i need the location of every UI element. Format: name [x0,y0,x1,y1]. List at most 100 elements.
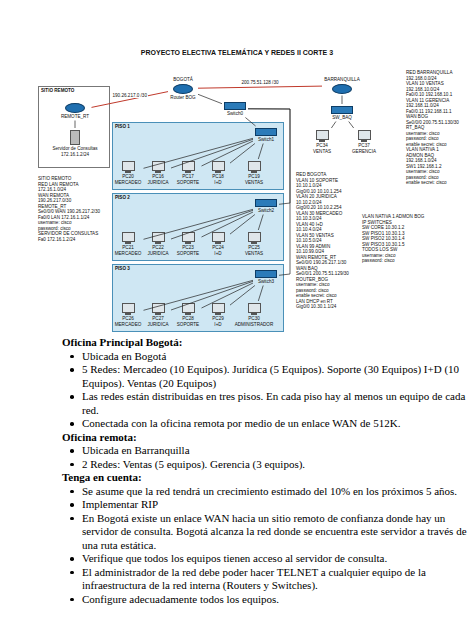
device-label: BARRANQUILLA [324,77,360,83]
config-note: VLAN 50 VENTAS [296,233,334,239]
pc-base [319,140,325,142]
pc-monitor [122,232,135,242]
device-label: PC21 [122,245,134,251]
device-label: I+D [214,322,221,328]
device-label: JURIDICA [147,180,168,186]
device-label: VENTAS [313,149,331,155]
config-note: Se0/0/0 200.75.51.130/30 [406,120,459,126]
bullet-dot [70,463,74,467]
pc-monitor [248,232,261,242]
device-label: SW_BAQ [332,115,352,121]
config-note: LAN DHCP en RT [296,299,333,305]
switch-icon [255,128,277,136]
switch-node: Switch3 [253,268,279,286]
pc-node: PC25VENTAS [242,230,266,257]
bullet-item: Las redes están distribuidas en tres pis… [62,390,468,417]
pc-base [215,171,221,173]
pc-node: PC23SOPORTE [175,230,202,257]
config-note: VLAN NATIVA 1 ADMON BOG [362,214,424,220]
pc-node: PC21MERCADEO [113,230,144,257]
config-note: Fa0/0 LAN 172.16.1.1/24 [38,215,89,221]
config-note: password: cisco [406,136,439,142]
server-node: Servidor de Consultas172.16.1.2/24 [50,128,100,158]
config-note: WAN BOG [406,114,428,120]
device-label: Switch0 [227,111,243,117]
pc-base [251,313,257,315]
pc-node: PC28SOPORTE [175,301,202,328]
device-label: SOPORTE [177,180,199,186]
pc-monitor [248,161,261,171]
config-note: 192.168.11.0/24 [406,103,439,109]
config-note: 10.10.5.0/24 [296,238,322,244]
bullet-dot [70,490,74,494]
router-node: BOGOTÁRouter BOG [168,76,198,101]
config-note: VLAN 10 SOPORTE [296,178,338,184]
config-note: SERVIDOR DE CONSULTAS [38,231,98,237]
config-note: RED LAN REMOTA [38,182,79,188]
pc-monitor [212,161,225,171]
switch-node: Switch2 [253,197,279,215]
config-note: enable secret: cisco [296,293,337,299]
router-icon [65,103,85,113]
config-note: IP SWITCHES [362,220,392,226]
bullet-item: El administrador de la red debe poder ha… [62,566,468,593]
device-label: PC18 [212,174,224,180]
lan-link [171,139,253,168]
pc-node: PC29I+D [206,301,230,328]
pc-base [155,242,161,244]
device-label: MERCADEO [115,251,142,257]
device-label: Servidor de Consultas [52,146,97,152]
pc-node: PC30ADMINISTRADOR [233,301,276,328]
pc-monitor [152,232,165,242]
router-icon [173,84,193,94]
document-body: Oficina Principal Bogotá:Ubicada en Bogo… [62,336,468,606]
section-heading: Oficina remota: [62,431,468,445]
config-note: username: cisco [296,282,329,288]
section-heading: Oficina Principal Bogotá: [62,336,468,350]
device-label: VENTAS [245,180,263,186]
config-note: SW1 192.168.1.2 [406,164,442,170]
bullet-item: Configure adecuadamente todos los equipo… [62,593,468,607]
floor-band: PISO 3Switch3PC26MERCADEOPC27JURIDICAPC2… [112,264,284,332]
config-note: Fa0/0.11 192.168.11.1 [406,109,452,115]
switch-node: SW_BAQ [329,104,355,122]
pc-monitor [182,303,195,313]
bullet-item: 2 Redes: Ventas (5 equipos). Gerencia (3… [62,458,468,472]
pc-base [155,313,161,315]
config-note: VLAN 30 MERCADEO [296,211,342,217]
bullet-dot [70,449,74,453]
lan-link [258,215,263,231]
lan-link [258,144,263,160]
floor-band: PISO 1Switch1PC20MERCADEOPC16JURIDICAPC1… [112,122,284,190]
config-note: 192.168.1.0/24 [406,158,437,164]
device-label: PC17 [182,174,194,180]
device-label: PC30 [248,316,260,322]
lan-link [342,96,343,105]
device-label: Router BOG [170,95,195,101]
link-label: 200.75.51.128 /30 [240,80,279,86]
node-label: PISO 1 [115,124,130,130]
pc-base [215,313,221,315]
config-note: Se0/0/0 WAN 190.26.217.2/30 [38,209,100,215]
bullet-dot [70,355,74,359]
lan-link [144,138,254,168]
device-label: I+D [214,251,221,257]
device-label: Switch2 [258,208,274,214]
config-note: Gig0/0 10.30.1.1/24 [296,304,336,310]
bullet-dot [70,517,74,521]
bullet-item: Ubicada en Bogotá [62,350,468,364]
config-note: ROUTER_BOG [296,277,328,283]
lan-link [198,94,222,103]
pc-node: PC19VENTAS [242,159,266,186]
pc-node: PC24I+D [206,230,230,257]
pc-base [185,242,191,244]
bullet-item: Se asume que la red tendrá un crecimient… [62,485,468,499]
router-icon [332,84,352,94]
device-label: VENTAS [245,251,263,257]
device-label: Switch3 [258,279,274,285]
pc-monitor [248,303,261,313]
bullet-item: Conectada con la oficina remota por medi… [62,417,468,431]
config-note: 10.10.99.0/24 [296,249,324,255]
device-label: PC28 [182,316,194,322]
device-label: MERCADEO [115,322,142,328]
